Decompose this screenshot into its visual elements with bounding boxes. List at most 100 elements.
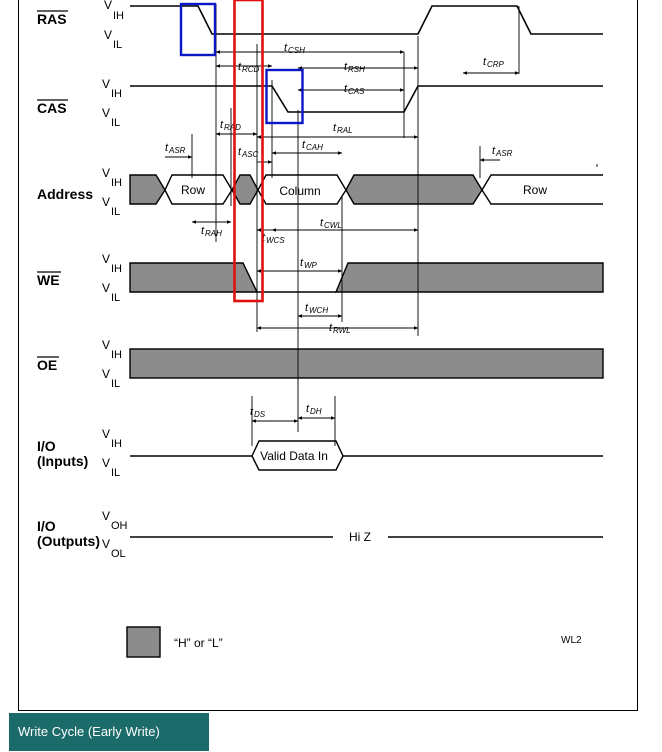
ioin-vih-label: VIH [102, 427, 122, 450]
svg-text:IH: IH [113, 10, 124, 22]
ras-vih-label: VIH [104, 0, 124, 22]
ras-vil-label: VIL [104, 28, 122, 51]
address-dontcare-2 [231, 174, 259, 205]
ioout-voh-label: VOH [102, 509, 128, 532]
svg-text:IL: IL [111, 206, 120, 218]
address-dontcare-3 [345, 174, 483, 205]
svg-text:(Outputs): (Outputs) [37, 533, 100, 549]
svg-text:CWL: CWL [324, 221, 342, 230]
svg-text:CRP: CRP [487, 60, 505, 69]
svg-text:V: V [104, 28, 112, 42]
blue-highlight-box-ras [179, 2, 217, 57]
svg-text:t: t [344, 61, 348, 73]
svg-text:IH: IH [111, 263, 122, 275]
oe-waveform [129, 348, 604, 379]
oe-vih-label: VIH [102, 338, 122, 361]
svg-text:IH: IH [111, 88, 122, 100]
svg-text:I/O: I/O [37, 438, 56, 454]
svg-text:t: t [262, 232, 266, 244]
io-inputs-waveform [130, 440, 603, 471]
svg-text:I/O: I/O [37, 518, 56, 534]
svg-text:DS: DS [254, 410, 266, 419]
svg-text:t: t [320, 217, 324, 229]
svg-text:DH: DH [310, 407, 322, 416]
svg-text:V: V [102, 427, 110, 441]
svg-text:OE: OE [37, 357, 57, 373]
svg-text:CAS: CAS [348, 87, 365, 96]
figure-code: WL2 [561, 635, 582, 646]
svg-text:V: V [104, 0, 112, 12]
signal-label-cas: CAS [37, 99, 68, 116]
address-dontcare-1 [129, 174, 166, 205]
svg-text:V: V [102, 166, 110, 180]
svg-text:WCH: WCH [309, 306, 328, 315]
svg-text:V: V [102, 77, 110, 91]
svg-text:IH: IH [111, 349, 122, 361]
ioin-vil-label: VIL [102, 456, 120, 479]
signal-label-oe: OE [37, 356, 59, 373]
signal-label-io-outputs: I/O (Outputs) [37, 518, 100, 549]
svg-text:V: V [102, 252, 110, 266]
svg-text:WCS: WCS [266, 236, 285, 245]
svg-text:t: t [220, 119, 224, 131]
svg-text:IL: IL [111, 292, 120, 304]
svg-text:RAL: RAL [337, 126, 353, 135]
svg-text:t: t [300, 257, 304, 269]
legend-swatch [126, 626, 161, 658]
svg-text:CAS: CAS [37, 100, 67, 116]
svg-text:t: t [284, 42, 288, 54]
valid-data-label: Valid Data In [260, 449, 328, 463]
signal-label-we: WE [37, 271, 61, 288]
highlight-boxes [179, 0, 304, 303]
signal-label-address: Address [37, 186, 93, 202]
address-vih-label: VIH [102, 166, 122, 189]
signal-label-io-inputs: I/O (Inputs) [37, 438, 88, 469]
svg-text:IL: IL [111, 378, 120, 390]
svg-text:WP: WP [304, 261, 318, 270]
svg-text:t: t [333, 122, 337, 134]
level-labels: VIH VIL VIH VIL VIH VIL VIH VIL VIH VIL … [102, 0, 128, 560]
signal-label-ras: RAS [37, 10, 68, 27]
svg-text:V: V [102, 338, 110, 352]
we-vil-label: VIL [102, 281, 120, 304]
svg-text:V: V [102, 106, 110, 120]
svg-text:t: t [344, 83, 348, 95]
svg-text:t: t [492, 145, 496, 157]
svg-text:ASR: ASR [495, 149, 513, 158]
svg-text:V: V [102, 456, 110, 470]
svg-text:IH: IH [111, 438, 122, 450]
svg-text:RSH: RSH [348, 65, 365, 74]
address-bus [129, 174, 603, 205]
address-vil-label: VIL [102, 195, 120, 218]
svg-text:(Inputs): (Inputs) [37, 453, 88, 469]
svg-text:t: t [238, 61, 242, 73]
svg-text:t: t [305, 302, 309, 314]
svg-text:V: V [102, 367, 110, 381]
svg-text:CAH: CAH [306, 143, 323, 152]
caption-tab: Write Cycle (Early Write) [9, 713, 209, 751]
svg-text:OL: OL [111, 548, 126, 560]
address-row-label: Row [181, 183, 205, 197]
address-column-label: Column [279, 184, 320, 198]
svg-text:IL: IL [111, 117, 120, 129]
svg-text:V: V [102, 509, 110, 523]
svg-text:RWL: RWL [333, 326, 351, 335]
svg-text:ASC: ASC [241, 150, 259, 159]
svg-text:t: t [302, 139, 306, 151]
svg-text:ASR: ASR [168, 146, 186, 155]
svg-text:V: V [102, 195, 110, 209]
we-vih-label: VIH [102, 252, 122, 275]
svg-text:IL: IL [113, 39, 122, 51]
oe-vil-label: VIL [102, 367, 120, 390]
hi-z-label: Hi Z [349, 530, 371, 544]
